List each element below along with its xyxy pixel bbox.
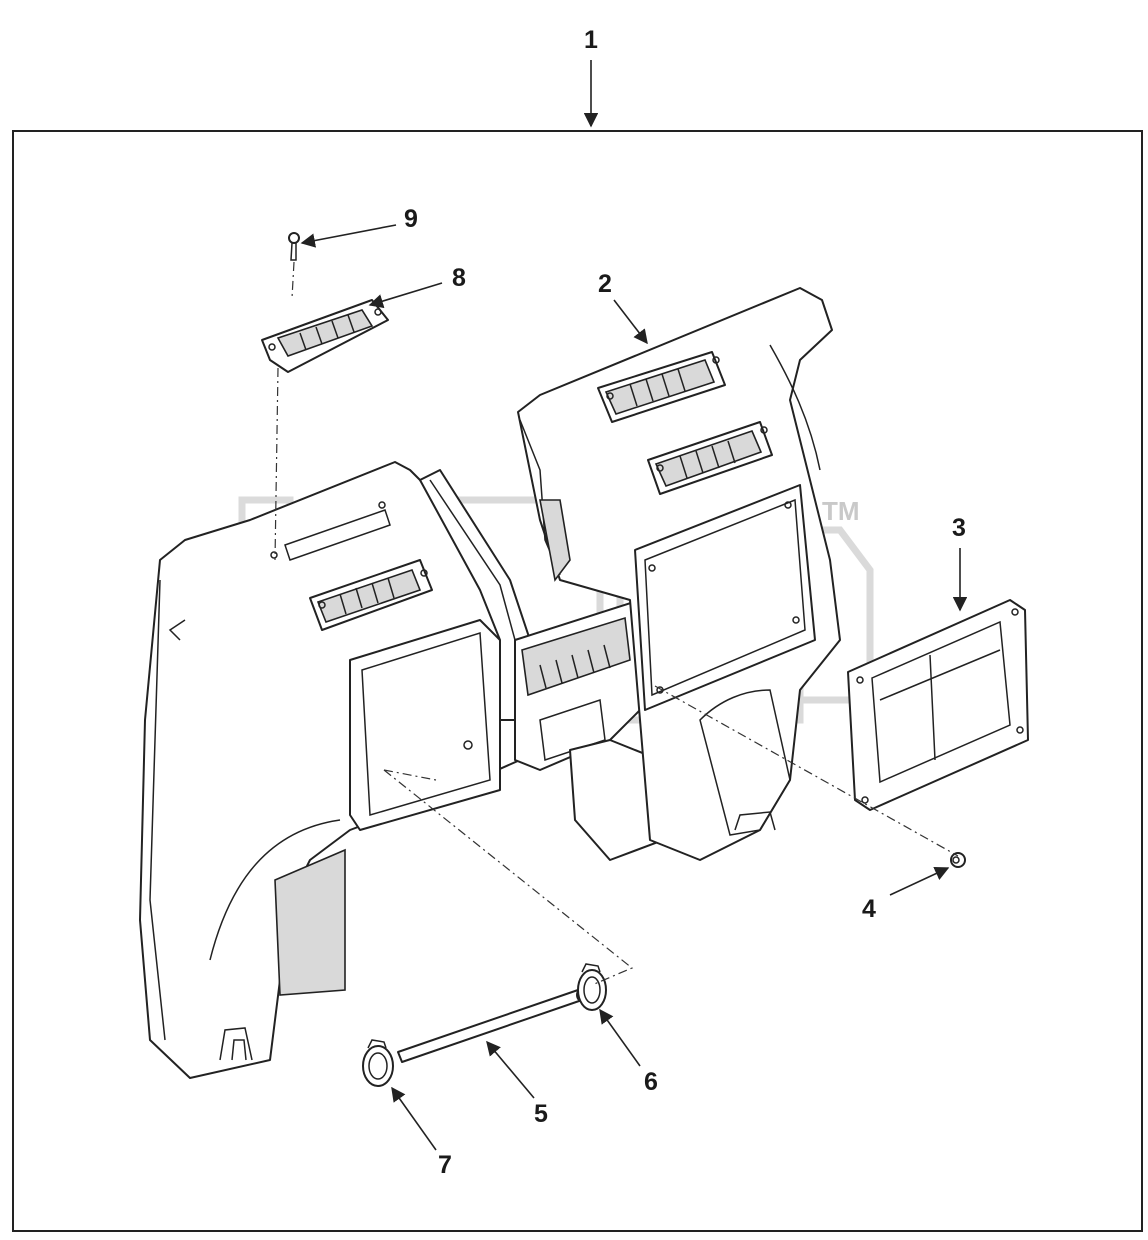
callout-1: 1	[584, 26, 598, 54]
callout-4: 4	[862, 895, 876, 923]
rod	[397, 989, 584, 1063]
assembly-guide-lines	[274, 261, 959, 986]
right-panel-opening	[634, 484, 816, 711]
callout-9: 9	[404, 205, 418, 233]
watermark-tm-label: TM	[822, 496, 860, 526]
callout-5: 5	[534, 1100, 548, 1128]
assembly-frame	[12, 130, 1143, 1232]
right-panel-lower-vent	[647, 421, 773, 495]
leader-arrows	[300, 60, 968, 1151]
left-storage-opening	[349, 619, 501, 831]
callout-8: 8	[452, 264, 466, 292]
right-lower-leg	[699, 689, 791, 836]
left-panel-top-slot	[270, 501, 391, 561]
screw-small	[288, 232, 300, 261]
callout-2: 2	[598, 270, 612, 298]
left-panel-vent	[309, 559, 433, 631]
right-panel-upper-vent	[597, 351, 726, 423]
dash-panel-left	[139, 461, 521, 1079]
loose-vent	[261, 299, 389, 373]
callout-6: 6	[644, 1068, 658, 1096]
spring-clip-lower	[362, 1039, 394, 1087]
callout-7: 7	[438, 1151, 452, 1179]
cover-plate	[847, 599, 1029, 811]
spring-clip-upper	[577, 963, 607, 1011]
callout-3: 3	[952, 514, 966, 542]
fastener-pin	[950, 852, 966, 868]
